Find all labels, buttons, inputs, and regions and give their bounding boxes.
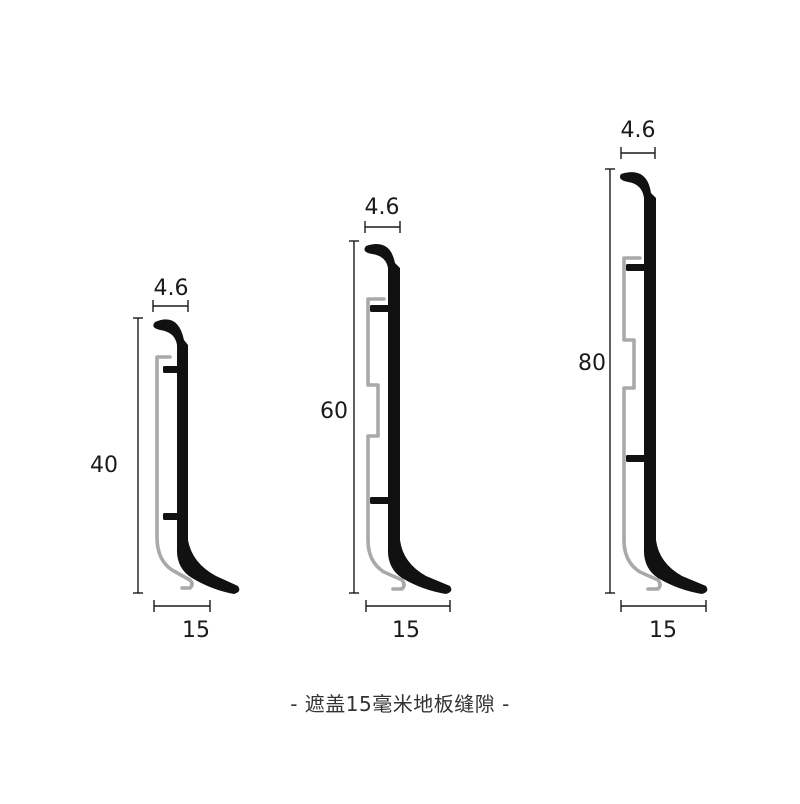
thickness-label: 4.6: [365, 195, 400, 220]
height-label: 80: [578, 351, 606, 376]
cover-profile: [153, 319, 240, 594]
mounting-clip: [622, 256, 662, 591]
clip-tab-upper: [626, 264, 648, 271]
thickness-dimension: 4.6: [364, 195, 401, 233]
thickness-label: 4.6: [621, 118, 656, 143]
width-dimension: 15: [620, 600, 707, 643]
height-label: 60: [320, 399, 348, 424]
clip-tab-lower: [163, 513, 183, 520]
profile-60: 60 4.6 15: [320, 195, 452, 643]
height-dimension: 40: [90, 317, 143, 594]
height-dimension: 80: [578, 168, 615, 594]
mounting-clip: [155, 355, 194, 590]
thickness-label: 4.6: [154, 276, 189, 301]
height-label: 40: [90, 453, 118, 478]
clip-tab-upper: [163, 366, 183, 373]
height-dimension: 60: [320, 240, 359, 594]
width-dimension: 15: [365, 600, 451, 643]
clip-tab-upper: [370, 305, 392, 312]
width-label: 15: [182, 618, 210, 643]
width-label: 15: [392, 618, 420, 643]
thickness-dimension: 4.6: [620, 118, 656, 159]
profile-80: 80 4.6 15: [578, 118, 708, 643]
width-dimension: 15: [153, 600, 211, 643]
caption: - 遮盖15毫米地板缝隙 -: [290, 692, 510, 716]
mounting-clip: [366, 297, 406, 591]
clip-tab-lower: [370, 497, 392, 504]
thickness-dimension: 4.6: [152, 276, 189, 312]
clip-tab-lower: [626, 455, 648, 462]
width-label: 15: [649, 618, 677, 643]
profile-40: 40 4.6 15: [90, 276, 240, 643]
